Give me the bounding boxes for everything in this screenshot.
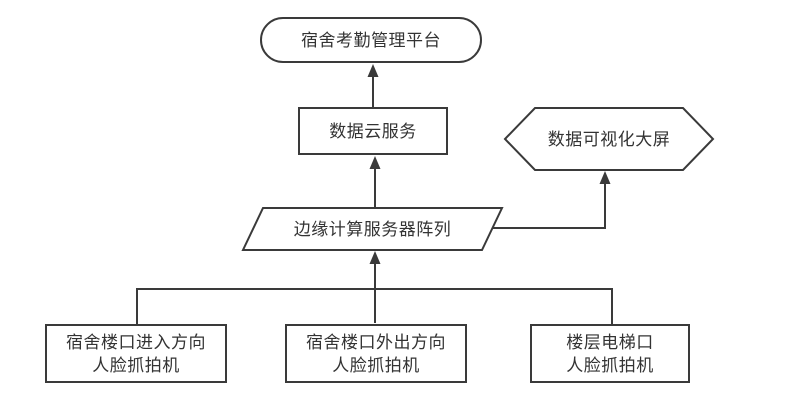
node-cloud-service-label: 数据云服务 xyxy=(329,121,417,141)
node-camera-exit: 宿舍楼口外出方向 人脸抓拍机 xyxy=(285,324,467,383)
node-camera-entry-line1: 宿舍楼口进入方向 xyxy=(66,332,206,352)
node-camera-exit-line1: 宿舍楼口外出方向 xyxy=(306,332,446,352)
edge-servers-to-screen xyxy=(492,181,606,229)
node-camera-entry: 宿舍楼口进入方向 人脸抓拍机 xyxy=(45,324,227,383)
arrowhead-into-screen xyxy=(599,171,611,184)
node-camera-entry-line2: 人脸抓拍机 xyxy=(92,355,180,375)
arrowhead-into-cloud xyxy=(369,156,381,169)
node-platform-label: 宿舍考勤管理平台 xyxy=(301,30,441,50)
node-camera-elevator: 楼层电梯口 人脸抓拍机 xyxy=(530,324,690,383)
node-edge-server-array: 边缘计算服务器阵列 xyxy=(253,208,492,250)
arrowhead-into-platform xyxy=(367,64,379,77)
arrowhead-into-servers xyxy=(369,251,381,264)
node-camera-elevator-line1: 楼层电梯口 xyxy=(566,332,654,352)
node-cloud-service: 数据云服务 xyxy=(298,107,448,155)
node-visualization-screen: 数据可视化大屏 xyxy=(505,108,713,170)
node-camera-exit-line2: 人脸抓拍机 xyxy=(332,355,420,375)
edge-server-array-shape xyxy=(241,207,504,251)
node-edge-server-array-label: 边缘计算服务器阵列 xyxy=(293,219,452,239)
node-camera-elevator-line2: 人脸抓拍机 xyxy=(566,355,654,375)
node-visualization-screen-label: 数据可视化大屏 xyxy=(547,129,671,149)
visualization-screen-shape xyxy=(503,107,715,171)
node-platform: 宿舍考勤管理平台 xyxy=(260,17,482,63)
